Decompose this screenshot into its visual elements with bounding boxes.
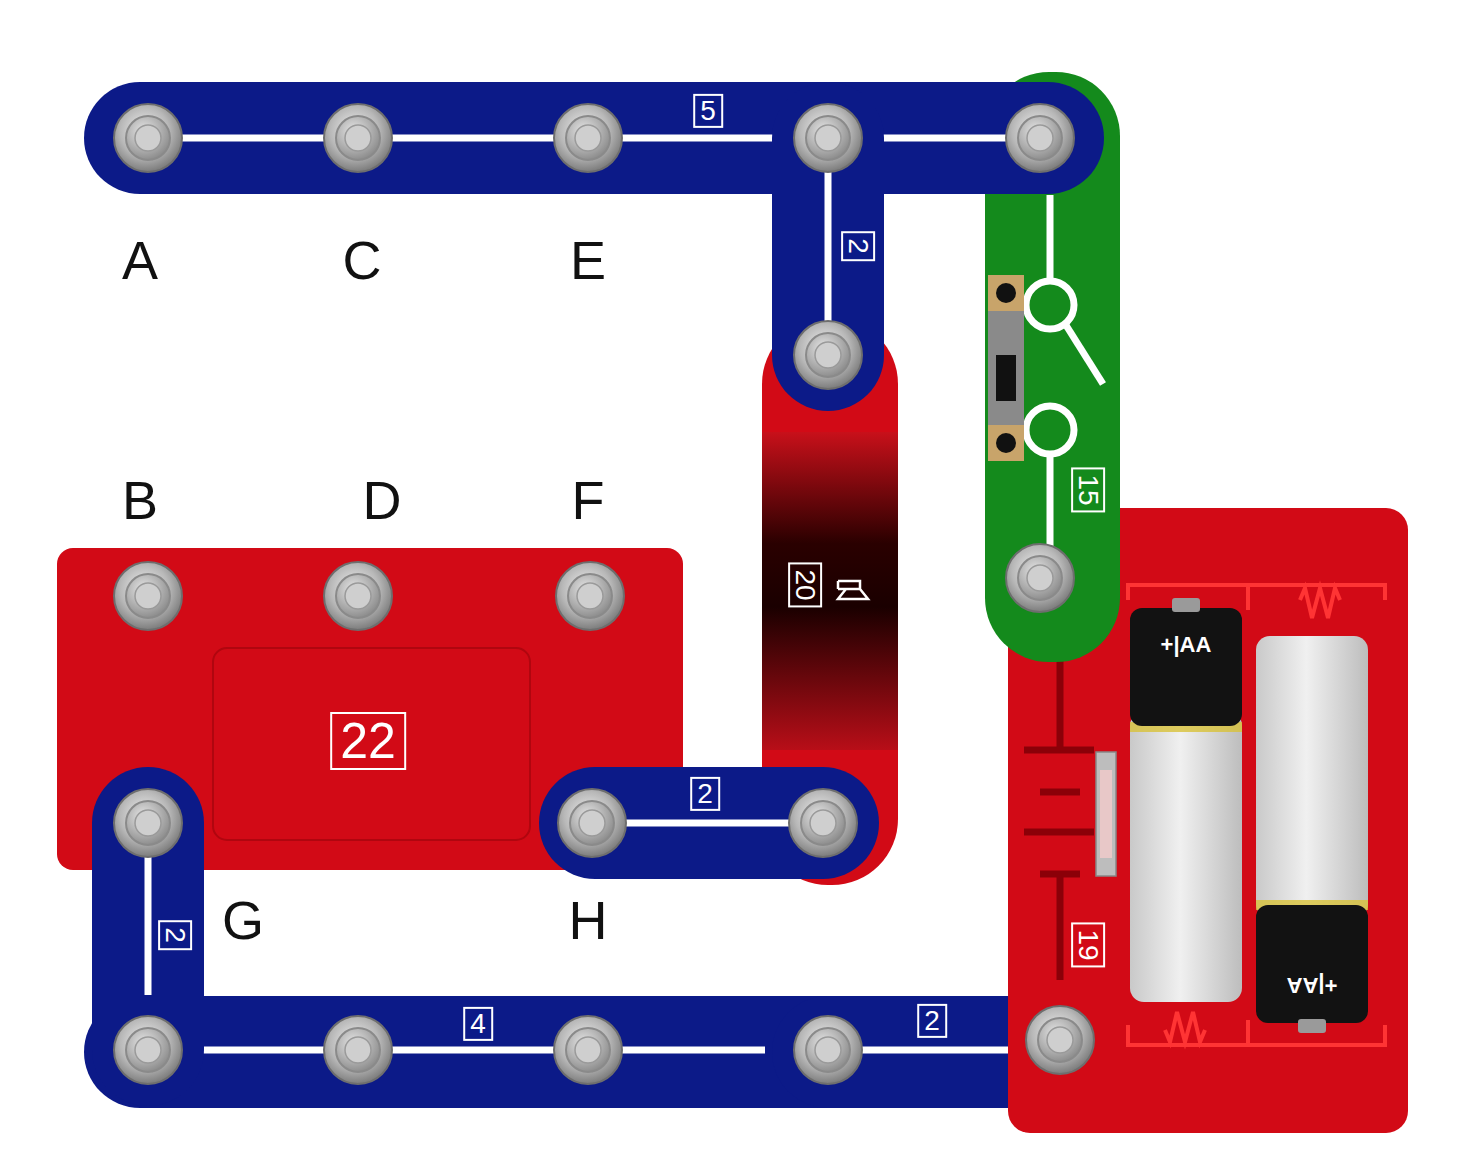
snap <box>794 104 862 172</box>
snap <box>324 562 392 630</box>
module-22 <box>57 548 683 870</box>
snap <box>554 104 622 172</box>
snap <box>789 789 857 857</box>
wire-4 <box>140 1050 828 1052</box>
point-letter: F <box>572 473 605 527</box>
snap <box>1006 544 1074 612</box>
part-number: 19 <box>1071 922 1105 967</box>
battery-marking: +|AA <box>1161 634 1212 656</box>
part-number: 5 <box>693 94 723 128</box>
snap <box>1006 104 1074 172</box>
snap <box>794 1016 862 1084</box>
point-letter: D <box>363 473 402 527</box>
point-letter: C <box>343 233 382 287</box>
snap <box>114 104 182 172</box>
point-letter: E <box>570 233 606 287</box>
part-number: 22 <box>330 712 406 770</box>
slide-knob <box>988 275 1024 461</box>
snap <box>324 1016 392 1084</box>
snap <box>558 789 626 857</box>
snap <box>114 562 182 630</box>
snap <box>114 789 182 857</box>
speaker-symbol <box>838 581 868 599</box>
part-number: 2 <box>158 920 192 950</box>
snap <box>324 104 392 172</box>
compartment-outline <box>1128 585 1385 1045</box>
module-panel <box>213 648 530 840</box>
aa-battery <box>1256 636 1368 1033</box>
part-number: 2 <box>841 231 875 261</box>
part-number: 2 <box>917 1004 947 1038</box>
snap <box>114 1016 182 1084</box>
battery-marking: +|AA <box>1287 974 1338 996</box>
aa-battery <box>1130 598 1242 1002</box>
part-number: 15 <box>1071 467 1105 512</box>
point-letter: G <box>222 893 264 947</box>
snaps <box>114 104 1094 1084</box>
snap <box>794 321 862 389</box>
part-number: 20 <box>788 562 822 607</box>
speaker-cone <box>762 432 898 750</box>
fuse <box>1096 752 1116 876</box>
part-number: 4 <box>463 1007 493 1041</box>
snap <box>556 562 624 630</box>
point-letter: H <box>569 893 608 947</box>
snap <box>554 1016 622 1084</box>
point-letter: B <box>122 473 158 527</box>
snap <box>1026 1006 1094 1074</box>
point-letter: A <box>122 233 158 287</box>
part-number: 2 <box>690 777 720 811</box>
module-body <box>57 548 683 870</box>
